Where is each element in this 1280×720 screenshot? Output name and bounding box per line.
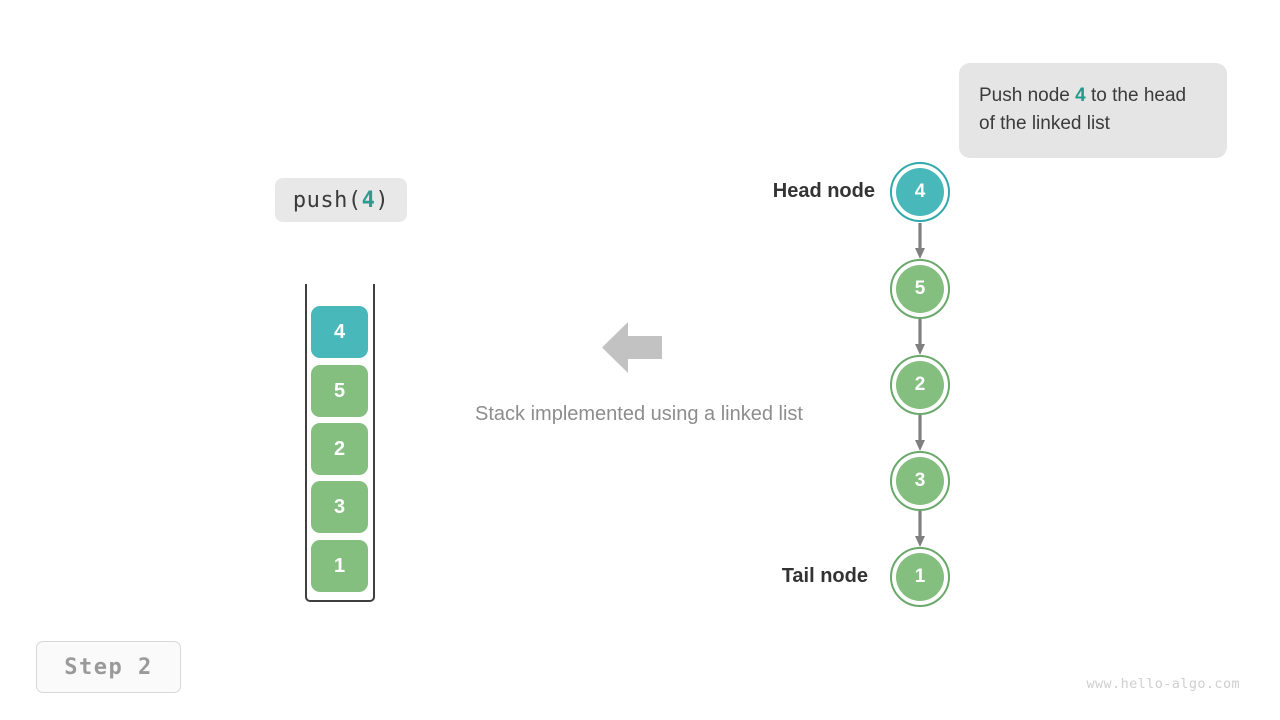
diagram-caption: Stack implemented using a linked list	[0, 403, 1280, 426]
linked-list-node-tail: 1	[890, 547, 950, 607]
watermark: www.hello-algo.com	[1086, 676, 1240, 692]
tail-node-label: Tail node	[781, 565, 868, 587]
linked-list-node: 3	[890, 451, 950, 511]
linked-list-node: 5	[890, 259, 950, 319]
linked-list-node-value: 3	[896, 457, 944, 505]
stack-cell-value: 2	[333, 437, 346, 460]
callout-highlight-value: 4	[1075, 85, 1086, 106]
diagram-caption-text: Stack implemented using a linked list	[475, 403, 803, 425]
linked-list-node-head: 4	[890, 162, 950, 222]
step-badge: Step 2	[36, 641, 181, 693]
push-chip-prefix: push(	[292, 187, 362, 213]
callout-text-after: to the head of the linked list	[979, 85, 1187, 134]
stack-cell-value: 3	[333, 495, 346, 518]
push-operation-chip: push(4)	[275, 178, 407, 222]
linked-list-node-value: 4	[896, 168, 944, 216]
linked-list-node: 2	[890, 355, 950, 415]
linked-list-connector-arrow-icon	[914, 511, 926, 547]
stack-cell: 1	[311, 540, 368, 592]
push-chip-suffix: )	[375, 187, 390, 213]
head-node-label: Head node	[772, 180, 875, 202]
linked-list-connector-arrow-icon	[914, 415, 926, 451]
stack-cell-value: 4	[333, 320, 346, 343]
stack-cell: 2	[311, 423, 368, 475]
stack-cell-value: 5	[333, 379, 346, 402]
left-arrow-icon	[602, 320, 662, 375]
linked-list-connector-arrow-icon	[914, 223, 926, 259]
callout-text-before: Push node	[979, 85, 1076, 106]
callout-tooltip: Push node 4 to the head of the linked li…	[959, 63, 1227, 158]
linked-list-node-value: 2	[896, 361, 944, 409]
stack-cell-value: 1	[333, 554, 346, 577]
stack-cell: 5	[311, 365, 368, 417]
stack-cell: 3	[311, 481, 368, 533]
linked-list-node-value: 1	[896, 553, 944, 601]
linked-list-connector-arrow-icon	[914, 319, 926, 355]
stack-cell: 4	[311, 306, 368, 358]
linked-list-node-value: 5	[896, 265, 944, 313]
push-chip-value: 4	[361, 187, 376, 213]
